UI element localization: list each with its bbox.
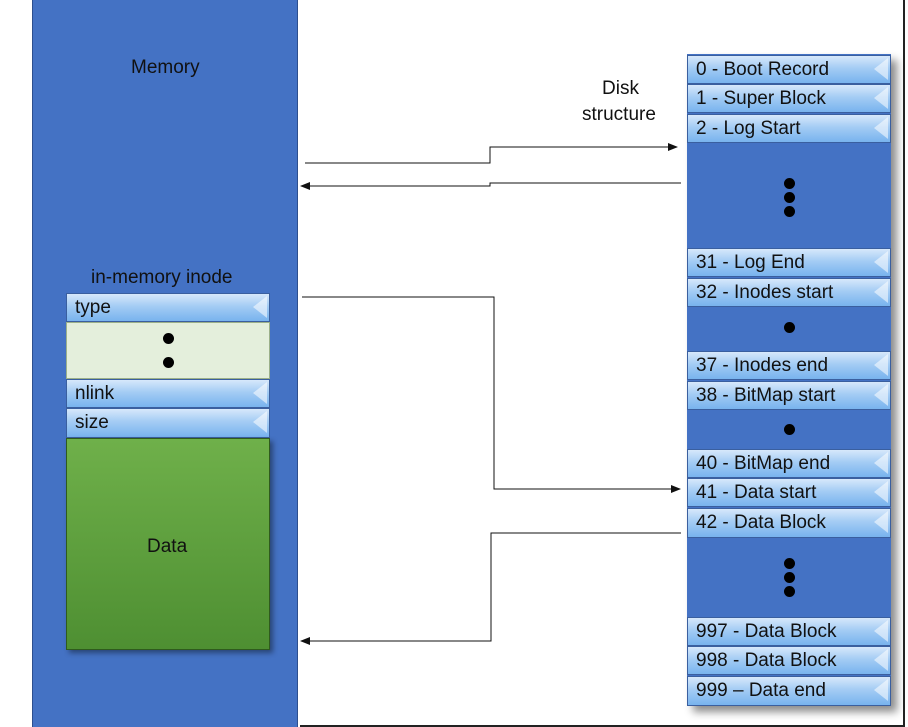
disk-structure [687, 54, 891, 706]
ellipsis-dot [784, 558, 795, 569]
disk-block-38: 38 - BitMap start [687, 381, 891, 410]
ellipsis-dot [784, 572, 795, 583]
ellipsis-dot [163, 333, 174, 344]
arrow-log-to-memory [300, 182, 681, 190]
disk-block-label: 998 - Data Block [696, 649, 837, 671]
inode-field-size: size [66, 408, 270, 438]
disk-block-37: 37 - Inodes end [687, 351, 891, 380]
disk-block-998: 998 - Data Block [687, 646, 891, 675]
arrow-data-block-to-memory [300, 532, 681, 645]
arrow-inode-to-data-start [302, 296, 681, 493]
inode-title: in-memory inode [91, 267, 233, 288]
inode-ellipsis-area [66, 322, 270, 379]
disk-block-32: 32 - Inodes start [687, 278, 891, 307]
inode-field-type-label: type [75, 296, 111, 318]
disk-block-42: 42 - Data Block [687, 508, 891, 538]
disk-block-label: 999 – Data end [696, 680, 826, 701]
frame-border-bottom [300, 725, 905, 727]
ellipsis-dot [784, 178, 795, 189]
disk-block-0: 0 - Boot Record [687, 55, 891, 84]
ellipsis-dot [784, 586, 795, 597]
disk-block-label: 32 - Inodes start [696, 281, 834, 303]
disk-block-label: 41 - Data start [696, 481, 817, 503]
disk-block-label: 2 - Log Start [696, 117, 801, 139]
disk-block-label: 40 - BitMap end [696, 452, 831, 474]
disk-block-label: 31 - Log End [696, 251, 805, 273]
disk-block-label: 37 - Inodes end [696, 354, 829, 376]
ellipsis-dot [163, 357, 174, 368]
disk-block-40: 40 - BitMap end [687, 449, 891, 478]
disk-block-41: 41 - Data start [687, 478, 891, 507]
memory-title: Memory [131, 57, 200, 78]
ellipsis-dot [784, 206, 795, 217]
inode-field-type: type [66, 293, 270, 322]
disk-block-label: 1 - Super Block [696, 87, 826, 109]
disk-title-line2: structure [582, 104, 656, 125]
data-block: Data [66, 438, 270, 650]
arrow-memory-to-log [305, 143, 678, 164]
inode-field-nlink: nlink [66, 379, 270, 408]
inode-field-size-label: size [75, 412, 109, 433]
frame-border-right [903, 0, 905, 727]
data-label: Data [147, 536, 188, 557]
disk-block-label: 997 - Data Block [696, 620, 837, 642]
disk-block-999: 999 – Data end [687, 676, 891, 706]
disk-block-label: 42 - Data Block [696, 512, 826, 533]
disk-block-label: 0 - Boot Record [696, 58, 830, 80]
ellipsis-dot [784, 192, 795, 203]
ellipsis-dot [784, 322, 795, 333]
disk-title-line1: Disk [602, 78, 639, 99]
ellipsis-dot [784, 424, 795, 435]
disk-block-31: 31 - Log End [687, 248, 891, 277]
disk-block-label: 38 - BitMap start [696, 384, 836, 406]
disk-block-1: 1 - Super Block [687, 84, 891, 113]
disk-block-2: 2 - Log Start [687, 114, 891, 143]
disk-block-997: 997 - Data Block [687, 617, 891, 646]
inode-field-nlink-label: nlink [75, 382, 115, 404]
